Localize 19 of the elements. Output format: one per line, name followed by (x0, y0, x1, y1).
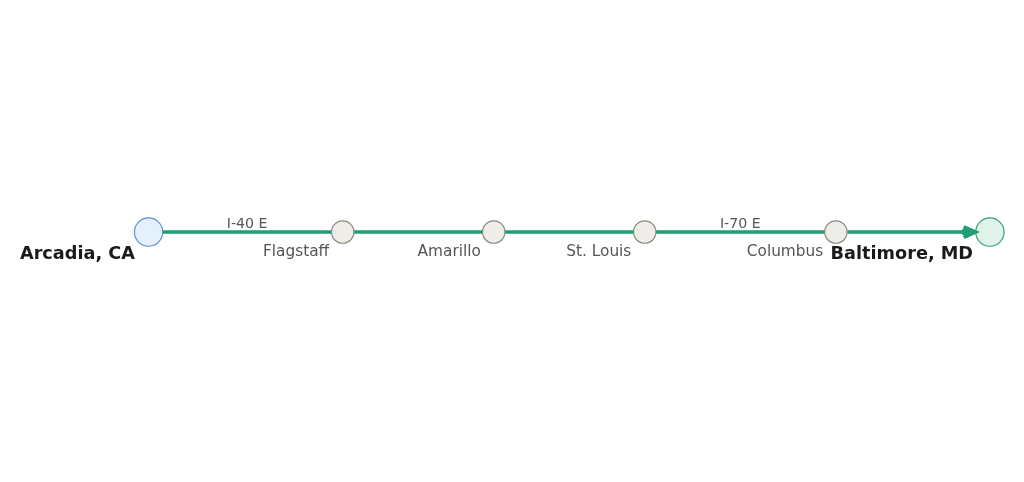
connector (505, 229, 634, 234)
arrow (847, 224, 978, 239)
node-circle (330, 219, 355, 244)
connector (354, 229, 483, 234)
edge-label: I-40 E (226, 214, 268, 231)
edge-label: I-70 E (719, 214, 761, 231)
node-circle (975, 216, 1005, 247)
node-label: Arcadia, CA (19, 242, 135, 263)
node-label: Baltimore, MD (830, 242, 974, 263)
node-circle (481, 219, 506, 244)
node-label: Columbus (746, 241, 824, 260)
node-label: Flagstaff (263, 241, 330, 260)
node-label: St. Louis (566, 241, 632, 260)
node-circle (824, 219, 848, 244)
node-circle (133, 216, 164, 247)
connector (656, 229, 825, 234)
node-circle (632, 219, 657, 244)
connector (162, 229, 332, 234)
node-label: Amarillo (417, 241, 481, 260)
